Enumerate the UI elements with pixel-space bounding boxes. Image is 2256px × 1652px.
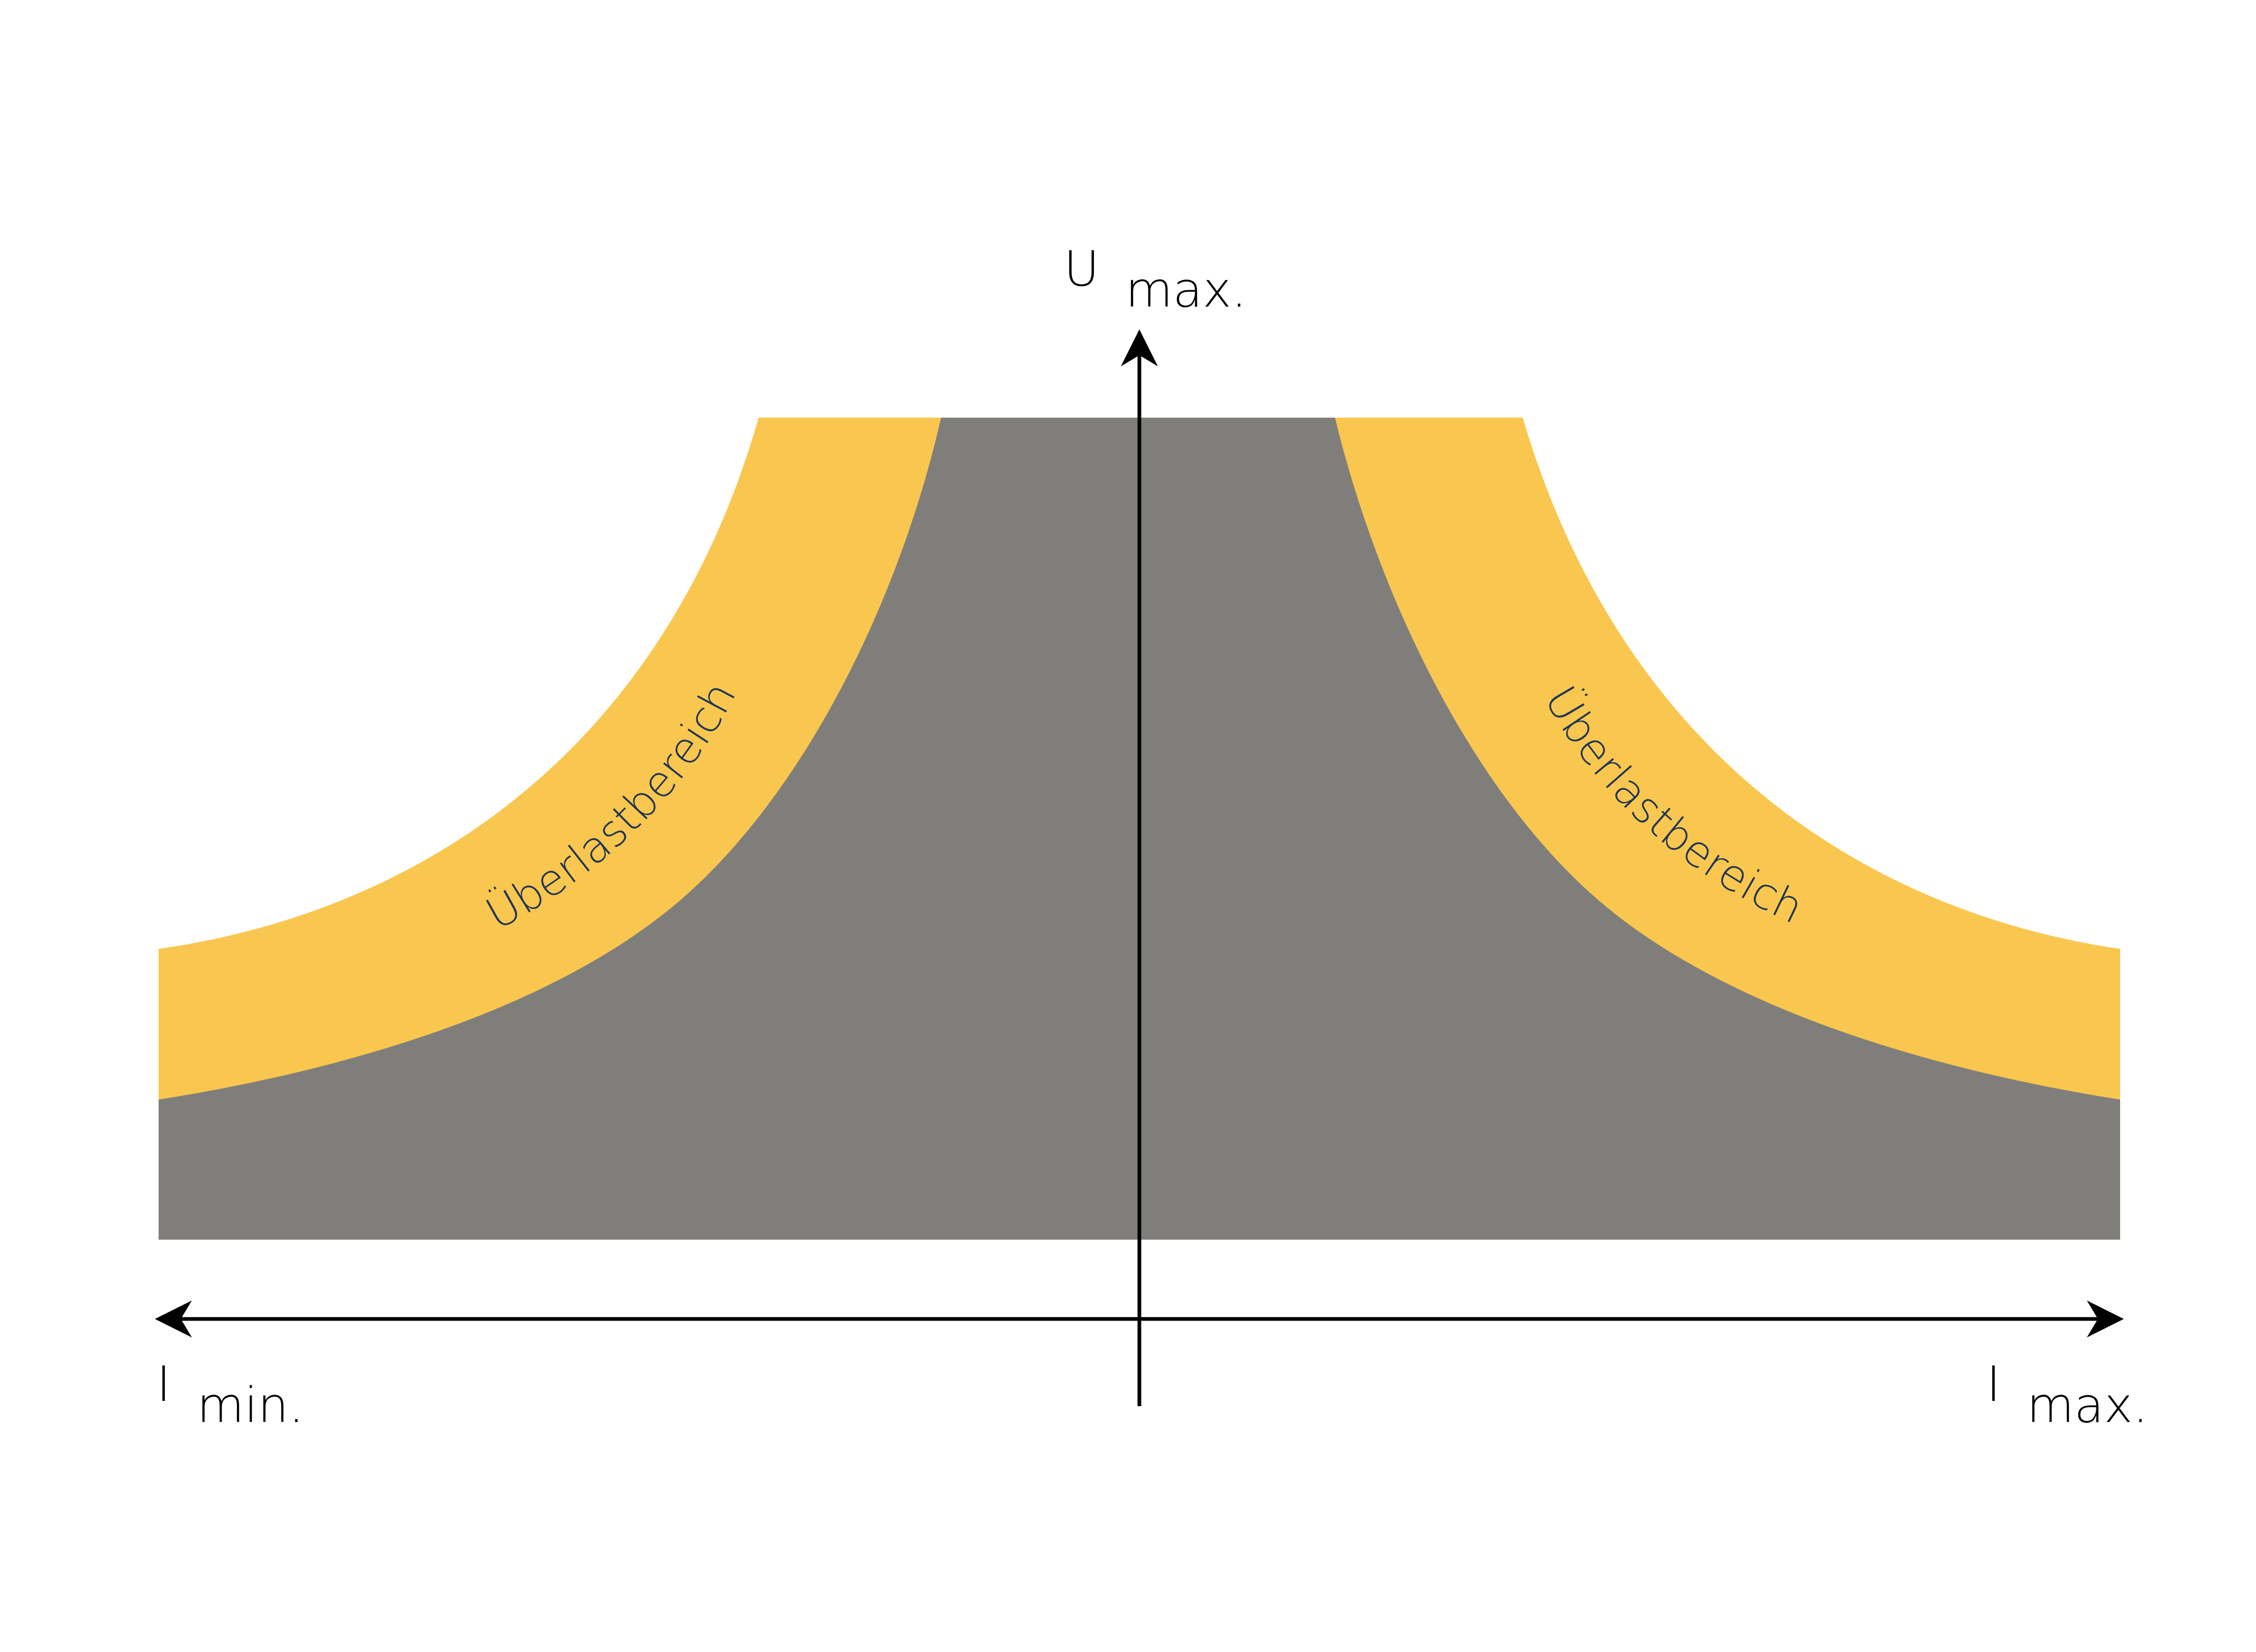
i-min-label-main: I xyxy=(156,1356,171,1413)
i-max-label-sub: max. xyxy=(2027,1377,2148,1434)
i-min-label: I min. xyxy=(156,1356,304,1434)
i-max-label: I max. xyxy=(1986,1356,2148,1434)
i-max-label-main: I xyxy=(1986,1356,2001,1413)
u-max-label-main: U xyxy=(1064,241,1099,297)
u-max-label-sub: max. xyxy=(1126,262,1247,318)
u-max-label: U max. xyxy=(1064,241,1247,318)
i-min-label-sub: min. xyxy=(197,1377,304,1434)
